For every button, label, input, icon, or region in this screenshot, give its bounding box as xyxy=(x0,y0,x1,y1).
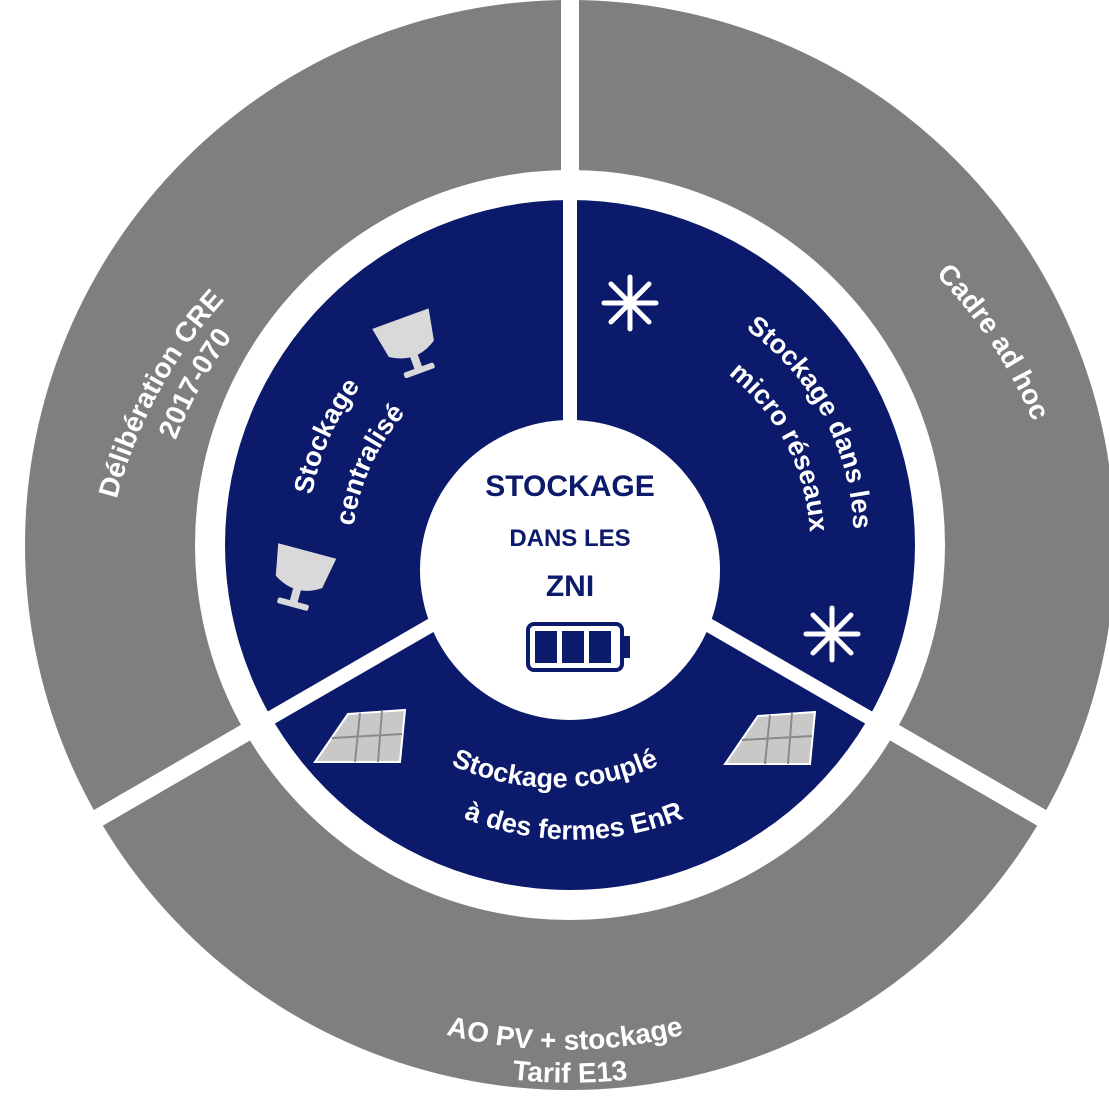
center-title-line2: DANS LES xyxy=(509,525,630,552)
battery-icon xyxy=(526,622,630,672)
solar-panel-icon xyxy=(313,708,407,763)
solar-panel-icon xyxy=(723,710,817,765)
outer-bottom-label-2: Tarif E13 xyxy=(511,1055,628,1089)
trophy-icon xyxy=(275,543,337,611)
grid-star-icon xyxy=(601,274,659,332)
center-title-line1: STOCKAGE xyxy=(485,470,654,503)
grid-star-icon xyxy=(803,605,861,663)
center-title-line3: ZNI xyxy=(546,570,594,603)
center-circle xyxy=(420,420,720,720)
trophy-icon xyxy=(372,308,435,379)
